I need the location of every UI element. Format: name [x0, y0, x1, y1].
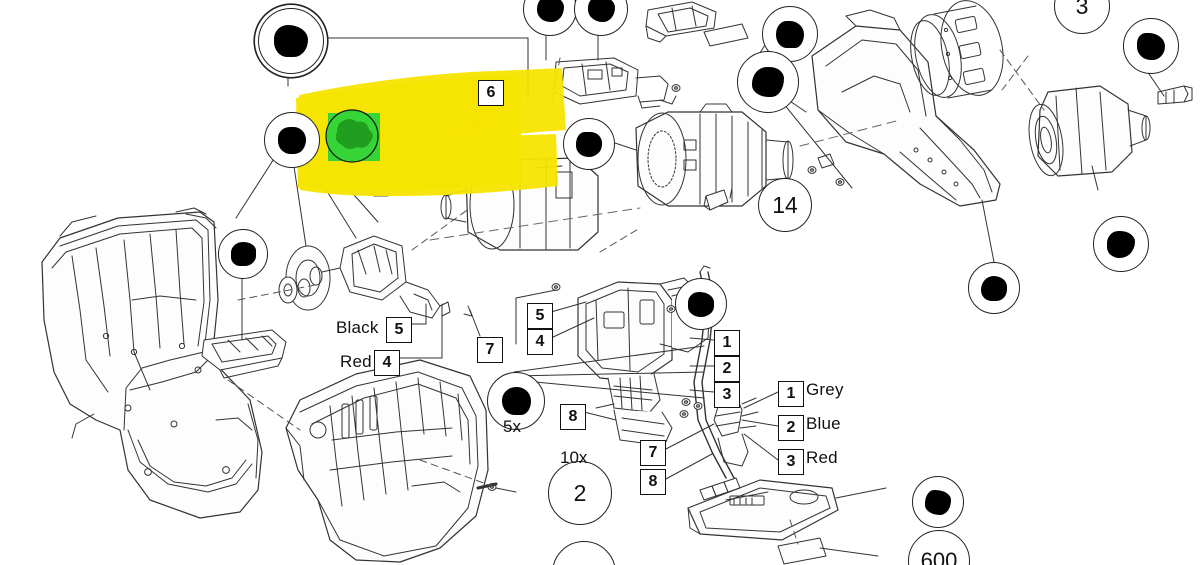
callout-box-number: 4 [535, 333, 545, 350]
redaction-blob [688, 291, 714, 317]
redaction-blob [776, 20, 804, 48]
redaction-blob [230, 242, 256, 266]
callout-box-6[interactable]: 6 [478, 80, 504, 106]
circle-callout-circle-ref-11[interactable] [487, 372, 545, 430]
circle-callout-circle-ref-10[interactable] [675, 278, 727, 330]
callout-box-1-upper[interactable]: 1 [714, 330, 740, 356]
circle-callout-circle-ref-2[interactable] [264, 112, 320, 168]
circle-callout-number: 600 [920, 548, 958, 565]
callout-box-2-upper[interactable]: 2 [714, 356, 740, 382]
chuck-screw [1157, 85, 1193, 105]
gearbox-assembly [811, 9, 1001, 207]
label-red: Red [340, 352, 372, 371]
right-housing-shell [285, 359, 489, 563]
circle-callout-circle-ref-1[interactable] [258, 8, 324, 74]
callout-box-number: 7 [648, 444, 658, 461]
redaction-blob [752, 67, 784, 97]
qty-10x: 10x [560, 448, 588, 467]
callout-box-7-left[interactable]: 7 [477, 337, 503, 363]
forward-reverse-switch [645, 1, 717, 43]
circle-callout-number: 3 [1075, 0, 1089, 19]
callout-box-5-mid[interactable]: 5 [527, 303, 553, 329]
callout-box-number: 2 [786, 419, 796, 436]
redaction-blob [278, 126, 306, 154]
legend-text-red: Red [806, 448, 838, 467]
qty-5x: 5x [503, 417, 521, 436]
circle-callout-circle-ref-12[interactable] [912, 476, 964, 528]
circle-callout-number: 4 [578, 560, 591, 565]
callout-box-8-mid[interactable]: 8 [560, 404, 586, 430]
stator-housing [440, 157, 599, 251]
redaction-blob [1137, 32, 1165, 60]
callout-box-black-5[interactable]: 5 [386, 317, 412, 343]
callout-box-number: 3 [786, 453, 796, 470]
redaction-blob [981, 275, 1007, 301]
callout-box-number: 1 [722, 334, 732, 351]
callout-box-number: 4 [382, 354, 392, 371]
callout-box-number: 5 [535, 307, 545, 324]
circle-callout-circle-ref-3[interactable] [218, 229, 268, 279]
redaction-blob [576, 131, 602, 157]
callout-box-7-lower[interactable]: 7 [640, 440, 666, 466]
callout-box-number: 8 [568, 408, 578, 425]
redaction-blob [274, 25, 308, 57]
callout-box-4-mid[interactable]: 4 [527, 329, 553, 355]
circle-callout-circle-ref-8[interactable] [1123, 18, 1179, 74]
redaction-blob [587, 0, 615, 22]
circle-callout-circle-ref-4[interactable] [563, 118, 615, 170]
callout-box-red-4[interactable]: 4 [374, 350, 400, 376]
gear-clutch-plates [278, 235, 451, 319]
name-plate [703, 23, 749, 47]
callout-box-number: 6 [486, 84, 496, 101]
callout-box-8-lower[interactable]: 8 [640, 469, 666, 495]
callout-box-number: 5 [394, 321, 404, 338]
motor-mount-plate [553, 57, 677, 109]
circle-callout-circle-ref-7[interactable] [968, 262, 1020, 314]
circle-callout-number: 2 [573, 479, 587, 506]
redaction-blob [501, 387, 531, 415]
redaction-blob [925, 489, 951, 515]
bracket-part [703, 189, 729, 211]
redaction-blob [536, 0, 564, 22]
callout-box-2-legend[interactable]: 2 [778, 415, 804, 441]
battery-terminal-block [687, 477, 839, 565]
circle-callout-circle-num-600[interactable]: 600 [908, 530, 970, 565]
left-housing-shell [41, 207, 263, 519]
circle-callout-number: 14 [772, 191, 798, 218]
callout-box-1-legend[interactable]: 1 [778, 381, 804, 407]
circle-callout-circle-num-14[interactable]: 14 [758, 178, 812, 232]
callout-box-number: 1 [786, 385, 796, 402]
callout-box-3-legend[interactable]: 3 [778, 449, 804, 475]
clutch-collar-ring [910, 0, 1004, 99]
circle-callout-circle-ref-6[interactable] [737, 51, 799, 113]
drill-chuck [1028, 85, 1151, 177]
fasteners [476, 84, 845, 491]
circle-callout-circle-ref-9[interactable] [1093, 216, 1149, 272]
redaction-blob [1107, 230, 1135, 258]
callout-box-number: 3 [722, 386, 732, 403]
callout-box-3-upper[interactable]: 3 [714, 382, 740, 408]
label-black: Black [336, 318, 379, 337]
legend-text-blue: Blue [806, 414, 841, 433]
legend-text-grey: Grey [806, 380, 844, 399]
callout-box-number: 2 [722, 360, 732, 377]
callout-box-number: 7 [485, 341, 495, 358]
circle-callout-circle-num-2[interactable]: 2 [548, 461, 612, 525]
callout-box-number: 8 [648, 473, 658, 490]
housing-clip-part [201, 329, 287, 379]
